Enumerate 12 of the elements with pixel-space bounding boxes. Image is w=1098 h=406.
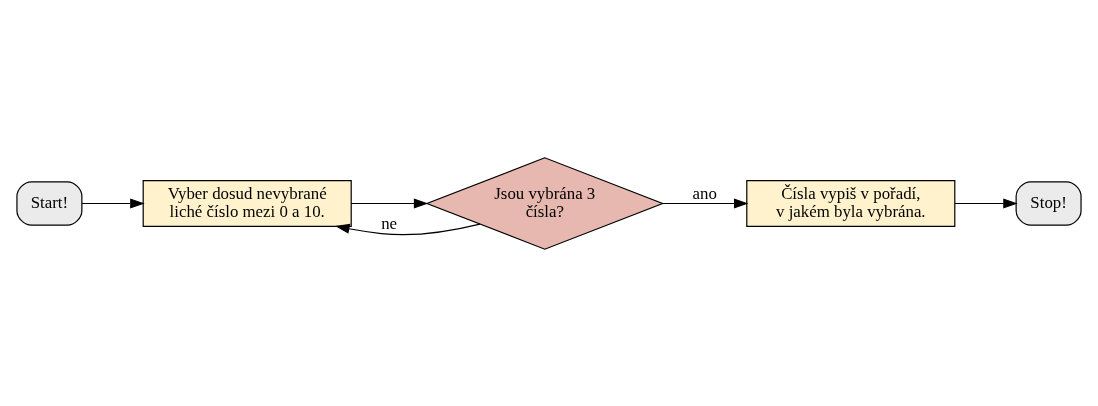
arrow — [335, 223, 481, 235]
arrow — [350, 197, 429, 209]
arrow — [81, 197, 145, 209]
node-box: Stop! — [1015, 180, 1082, 226]
node-box: Start! — [16, 180, 83, 226]
edge-label: ne — [381, 213, 398, 233]
node-diamond: Jsou vybrána 3 čísla? — [425, 156, 665, 250]
node-box: Čísla vypiš v pořadí, v jakém byla vybrána. — [746, 179, 956, 227]
node-box: Vyber dosud nevybrané liché číslo mezi 0 a 10. — [142, 179, 352, 227]
arrow — [954, 197, 1018, 209]
arrow — [662, 197, 749, 209]
edge-label: ano — [692, 183, 717, 203]
